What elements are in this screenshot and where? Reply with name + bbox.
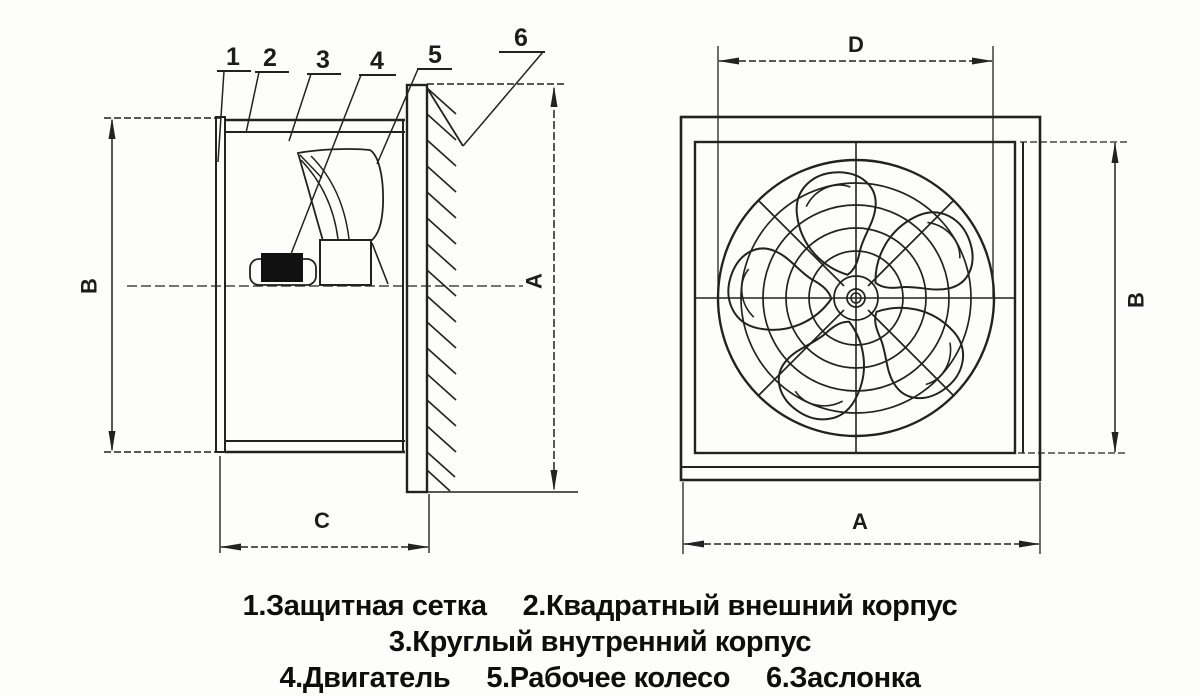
- legend-item-4: 4.Двигатель: [279, 662, 451, 694]
- legend-row-3: 4.Двигатель 5.Рабочее колесо 6.Заслонка: [279, 660, 921, 696]
- dimension-D: [717, 46, 994, 297]
- wall-hatching: [426, 87, 457, 492]
- side-view: [127, 51, 578, 494]
- grille-strip: [215, 116, 226, 453]
- callout-numbers: 1 2 3 4 5 6: [226, 24, 528, 75]
- damper-flap: [426, 87, 464, 147]
- front-view: [679, 115, 1042, 482]
- impeller-hub: [319, 239, 372, 286]
- dimension-B-side: [104, 117, 222, 453]
- callout-leaders: [217, 51, 544, 255]
- wall-panel: [405, 83, 429, 494]
- callout-underlines: [217, 51, 545, 76]
- legend-item-1: 1.Защитная сетка: [242, 590, 487, 622]
- dimension-B-front: [1018, 141, 1127, 454]
- dim-label-B-front: B: [1124, 292, 1149, 308]
- dim-label-B-side: B: [77, 278, 102, 294]
- grille-front: [716, 158, 996, 438]
- dimension-A-front: [682, 482, 1041, 554]
- callout-2: 2: [263, 44, 277, 72]
- callout-4: 4: [370, 47, 384, 75]
- legend-row-2: 3.Круглый внутренний корпус: [388, 624, 812, 660]
- callout-3: 3: [316, 46, 330, 74]
- callout-5: 5: [428, 41, 442, 69]
- parts-legend: 1.Защитная сетка 2.Квадратный внешний ко…: [0, 588, 1200, 696]
- legend-item-5: 5.Рабочее колесо: [486, 662, 731, 694]
- outer-square: [679, 115, 1042, 482]
- dim-label-A-side: A: [522, 273, 547, 289]
- legend-item-3: 3.Круглый внутренний корпус: [388, 626, 812, 658]
- dim-label-C: C: [314, 508, 330, 533]
- callout-6: 6: [514, 24, 528, 52]
- dimension-C: [219, 456, 430, 553]
- dim-label-D: D: [848, 32, 864, 57]
- legend-row-1: 1.Защитная сетка 2.Квадратный внешний ко…: [243, 588, 958, 624]
- legend-item-6: 6.Заслонка: [766, 662, 921, 694]
- dim-label-A-front: A: [852, 509, 868, 534]
- impeller-blade-side: [296, 148, 389, 285]
- dimension-A-side: [550, 86, 558, 491]
- legend-item-2: 2.Квадратный внешний корпус: [522, 590, 958, 622]
- callout-1: 1: [226, 43, 240, 71]
- motor: [249, 253, 317, 286]
